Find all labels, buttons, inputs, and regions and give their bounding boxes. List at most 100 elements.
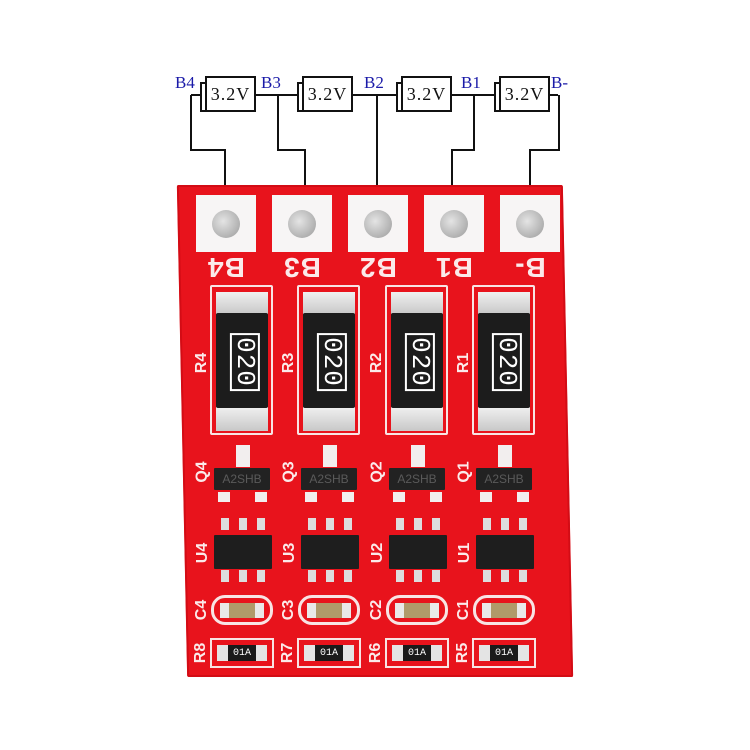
ref-label: R4 — [193, 352, 211, 374]
ref-label: U3 — [281, 542, 299, 564]
battery-cell: 3.2V — [401, 76, 452, 112]
resistor-code: 020 — [491, 333, 522, 391]
capacitor-terminal — [482, 603, 491, 618]
protection-ic — [301, 535, 359, 569]
resistor-terminal — [303, 292, 355, 314]
lead-b4 — [224, 149, 226, 211]
ic-pin — [239, 570, 247, 582]
resistor-outline — [472, 285, 535, 435]
capacitor-outline — [211, 595, 273, 625]
ic-pin — [396, 570, 404, 582]
capacitor-terminal — [517, 603, 526, 618]
solder-pad-b2 — [348, 195, 408, 252]
resistor-terminal — [216, 407, 268, 431]
capacitor-terminal — [307, 603, 316, 618]
pad-label: B3 — [283, 252, 321, 283]
capacitor-terminal — [255, 603, 264, 618]
mounting-hole-icon — [288, 210, 316, 238]
node-label-b2: B2 — [364, 73, 384, 92]
ref-label: C2 — [368, 599, 386, 621]
ic-pin — [501, 518, 509, 530]
ref-label: U1 — [456, 542, 474, 564]
capacitor — [220, 603, 264, 618]
resistor-code: 020 — [229, 333, 260, 391]
small-resistor-code: 01A — [315, 645, 343, 661]
shunt-resistor — [216, 313, 268, 408]
ic-pin — [326, 518, 334, 530]
small-resistor-outline — [210, 638, 274, 668]
protection-ic — [214, 535, 272, 569]
small-resistor-outline — [297, 638, 361, 668]
solder-pad-b3 — [272, 195, 332, 252]
ref-label: R8 — [192, 642, 210, 664]
battery-cell: 3.2V — [302, 76, 353, 112]
resistor-outline — [210, 285, 273, 435]
transistor-pad — [517, 492, 529, 502]
shunt-resistor — [391, 313, 443, 408]
transistor-pad — [430, 492, 442, 502]
solder-pad-b4 — [196, 195, 256, 252]
battery-terminal-icon — [297, 82, 302, 112]
ic-pin — [257, 570, 265, 582]
resistor-terminal — [391, 292, 443, 314]
ic-pin — [483, 518, 491, 530]
resistor-code: 020 — [404, 333, 435, 391]
ic-pin — [519, 570, 527, 582]
ref-label: R2 — [368, 352, 386, 374]
transistor-pad — [218, 492, 230, 502]
small-resistor-code: 01A — [490, 645, 518, 661]
battery-terminal-icon — [494, 82, 499, 112]
transistor-pad — [480, 492, 492, 502]
capacitor — [395, 603, 439, 618]
ic-pin — [432, 570, 440, 582]
lead-b1 — [451, 149, 475, 151]
ic-pin — [501, 570, 509, 582]
mounting-hole-icon — [212, 210, 240, 238]
series-wire — [191, 94, 558, 96]
protection-ic — [389, 535, 447, 569]
ref-label: R6 — [367, 642, 385, 664]
lead-bminus — [529, 149, 560, 151]
resistor-terminal — [216, 292, 268, 314]
small-resistor-outline — [472, 638, 536, 668]
protection-ic — [476, 535, 534, 569]
ic-pin — [396, 518, 404, 530]
lead-b3 — [277, 95, 279, 151]
ic-pin — [414, 518, 422, 530]
ic-pin — [483, 570, 491, 582]
ref-label: Q4 — [193, 461, 211, 483]
capacitor-terminal — [430, 603, 439, 618]
ic-pin — [344, 570, 352, 582]
mounting-hole-icon — [516, 210, 544, 238]
node-label-bminus: B- — [551, 73, 568, 92]
ic-pin — [257, 518, 265, 530]
ref-label: R3 — [280, 352, 298, 374]
transistor-pad — [255, 492, 267, 502]
node-label-b4: B4 — [175, 73, 195, 92]
pad-label: B4 — [207, 252, 245, 283]
capacitor-terminal — [220, 603, 229, 618]
small-resistor-code: 01A — [403, 645, 431, 661]
resistor-terminal — [391, 407, 443, 431]
resistor-outline — [297, 285, 360, 435]
capacitor-terminal — [342, 603, 351, 618]
lead-b1 — [451, 149, 453, 211]
ic-pin — [239, 518, 247, 530]
ref-label: U4 — [194, 542, 212, 564]
capacitor — [482, 603, 526, 618]
ic-pin — [432, 518, 440, 530]
ref-label: R7 — [279, 642, 297, 664]
resistor-code: 020 — [316, 333, 347, 391]
lead-bminus — [558, 95, 560, 151]
ic-pin — [344, 518, 352, 530]
shunt-resistor — [303, 313, 355, 408]
transistor-pad — [236, 445, 250, 467]
ref-label: C1 — [455, 599, 473, 621]
lead-b4 — [190, 149, 226, 151]
transistor-pad — [305, 492, 317, 502]
transistor-pad — [498, 445, 512, 467]
resistor-outline — [385, 285, 448, 435]
pad-label: B1 — [435, 252, 473, 283]
small-resistor-outline — [385, 638, 449, 668]
ic-pin — [308, 570, 316, 582]
